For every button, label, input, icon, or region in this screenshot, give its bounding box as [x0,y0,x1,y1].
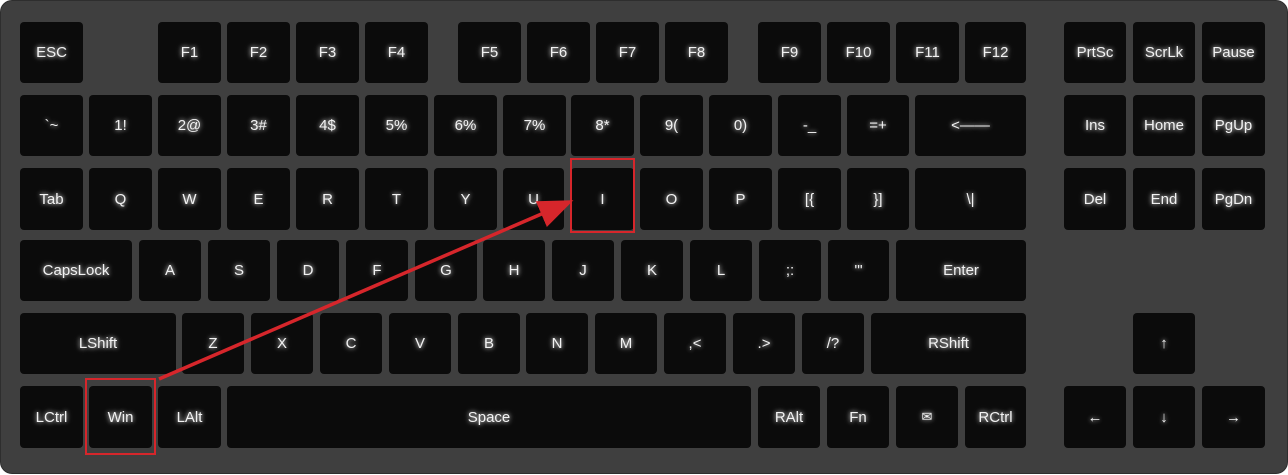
key-end[interactable]: End [1133,168,1195,230]
key-ins[interactable]: Ins [1064,95,1126,156]
key-f12[interactable]: F12 [965,22,1026,83]
key-minus[interactable]: -_ [778,95,841,156]
key-k[interactable]: K [621,240,683,301]
key-f3[interactable]: F3 [296,22,359,83]
key-n[interactable]: N [526,313,588,374]
key-f7[interactable]: F7 [596,22,659,83]
key-right-arrow[interactable]: → [1202,386,1265,448]
key-pgup[interactable]: PgUp [1202,95,1265,156]
key-home[interactable]: Home [1133,95,1195,156]
key-3[interactable]: 3# [227,95,290,156]
key-space[interactable]: Space [227,386,751,448]
key-f8[interactable]: F8 [665,22,728,83]
key-capslock[interactable]: CapsLock [20,240,132,301]
key-period[interactable]: .> [733,313,795,374]
key-r[interactable]: R [296,168,359,230]
key-j[interactable]: J [552,240,614,301]
key-ralt[interactable]: RAlt [758,386,820,448]
key-7[interactable]: 7% [503,95,566,156]
key-x[interactable]: X [251,313,313,374]
key-prtsc[interactable]: PrtSc [1064,22,1126,83]
key-del[interactable]: Del [1064,168,1126,230]
key-s[interactable]: S [208,240,270,301]
key-f11[interactable]: F11 [896,22,959,83]
key-left-arrow[interactable]: ← [1064,386,1126,448]
key-f4[interactable]: F4 [365,22,428,83]
key-w[interactable]: W [158,168,221,230]
key-d[interactable]: D [277,240,339,301]
key-fn[interactable]: Fn [827,386,889,448]
key-esc[interactable]: ESC [20,22,83,83]
key-left-bracket[interactable]: [{ [778,168,841,230]
key-f2[interactable]: F2 [227,22,290,83]
key-m[interactable]: M [595,313,657,374]
key-v[interactable]: V [389,313,451,374]
key-equals[interactable]: =+ [847,95,909,156]
key-slash[interactable]: /? [802,313,864,374]
key-6[interactable]: 6% [434,95,497,156]
key-pgdn[interactable]: PgDn [1202,168,1265,230]
key-b[interactable]: B [458,313,520,374]
key-a[interactable]: A [139,240,201,301]
key-backtick[interactable]: `~ [20,95,83,156]
key-scrlk[interactable]: ScrLk [1133,22,1195,83]
key-comma[interactable]: ,< [664,313,726,374]
key-f1[interactable]: F1 [158,22,221,83]
key-f9[interactable]: F9 [758,22,821,83]
key-4[interactable]: 4$ [296,95,359,156]
key-f10[interactable]: F10 [827,22,890,83]
key-f5[interactable]: F5 [458,22,521,83]
key-q[interactable]: Q [89,168,152,230]
key-c[interactable]: C [320,313,382,374]
key-rctrl[interactable]: RCtrl [965,386,1026,448]
key-e[interactable]: E [227,168,290,230]
key-menu[interactable]: ✉ [896,386,958,448]
key-f6[interactable]: F6 [527,22,590,83]
key-u[interactable]: U [503,168,564,230]
key-t[interactable]: T [365,168,428,230]
key-9[interactable]: 9( [640,95,703,156]
key-right-bracket[interactable]: }] [847,168,909,230]
key-rshift[interactable]: RShift [871,313,1026,374]
key-semicolon[interactable]: ;: [759,240,821,301]
key-lalt[interactable]: LAlt [158,386,221,448]
key-lctrl[interactable]: LCtrl [20,386,83,448]
key-down-arrow[interactable]: ↓ [1133,386,1195,448]
key-2[interactable]: 2@ [158,95,221,156]
key-l[interactable]: L [690,240,752,301]
key-0[interactable]: 0) [709,95,772,156]
key-z[interactable]: Z [182,313,244,374]
key-o[interactable]: O [640,168,703,230]
key-backspace[interactable]: <—— [915,95,1026,156]
menu-icon: ✉ [921,409,933,424]
key-pause[interactable]: Pause [1202,22,1265,83]
key-enter[interactable]: Enter [896,240,1026,301]
key-g[interactable]: G [415,240,477,301]
key-8[interactable]: 8* [571,95,634,156]
key-win[interactable]: Win [89,386,152,448]
key-y[interactable]: Y [434,168,497,230]
key-h[interactable]: H [483,240,545,301]
key-up-arrow[interactable]: ↑ [1133,313,1195,374]
key-p[interactable]: P [709,168,772,230]
key-quote[interactable]: '" [828,240,889,301]
key-f[interactable]: F [346,240,408,301]
key-5[interactable]: 5% [365,95,428,156]
key-i[interactable]: I [571,168,634,230]
key-backslash[interactable]: \| [915,168,1026,230]
key-tab[interactable]: Tab [20,168,83,230]
key-1[interactable]: 1! [89,95,152,156]
key-lshift[interactable]: LShift [20,313,176,374]
